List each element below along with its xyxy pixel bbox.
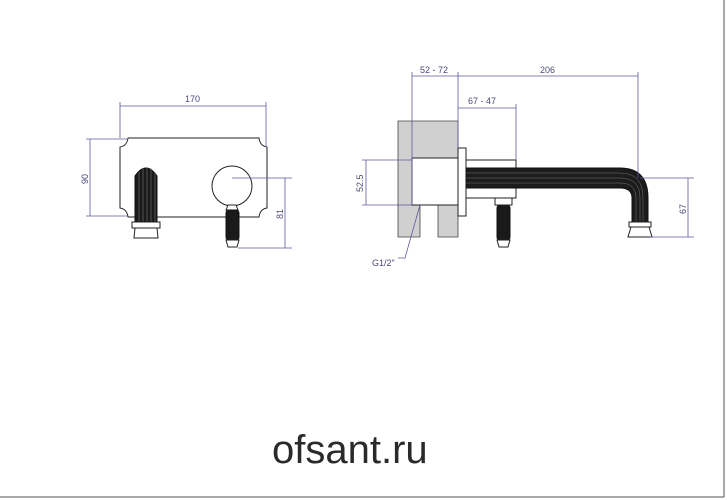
mixer-handle-front (211, 165, 253, 248)
dim-67-47: 67 - 47 (468, 96, 496, 106)
dim-67: 67 (678, 204, 688, 214)
front-view (86, 102, 292, 249)
dim-170: 170 (185, 94, 200, 104)
dimensions-front (86, 102, 292, 249)
side-view (362, 72, 694, 259)
dim-52-72: 52 - 72 (420, 65, 448, 75)
dim-52-5: 52.5 (355, 174, 365, 192)
watermark: ofsant.ru (272, 428, 428, 472)
spout-front (131, 167, 161, 239)
dim-206: 206 (540, 65, 555, 75)
dim-81: 81 (275, 209, 285, 219)
valve-body (411, 157, 459, 206)
thread-label: G1/2" (372, 258, 395, 268)
dimensions-side (362, 72, 694, 259)
dim-90: 90 (80, 174, 90, 184)
